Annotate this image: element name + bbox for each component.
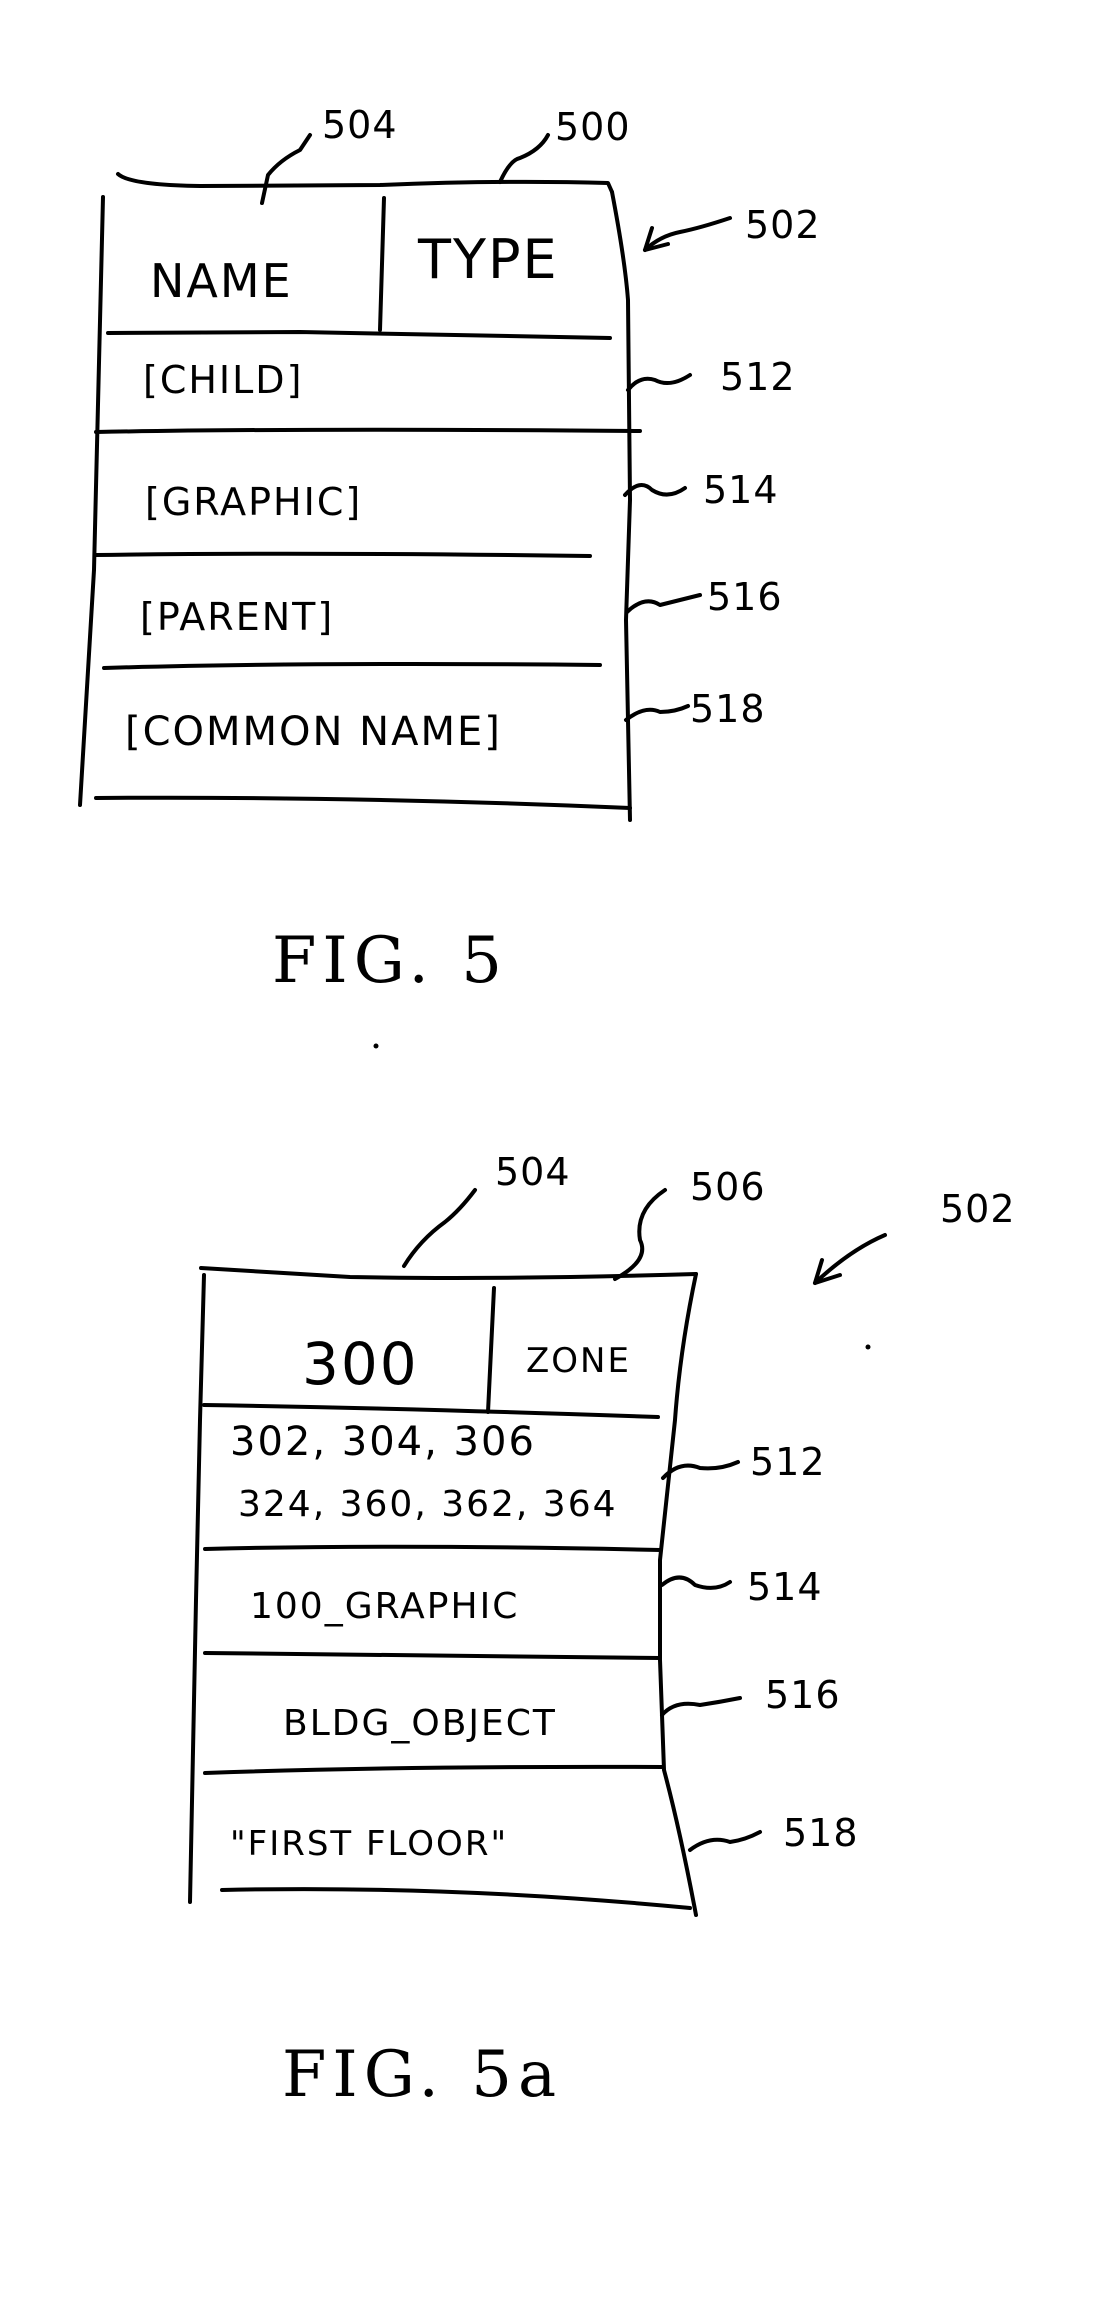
fig5-row-child: [CHILD] (143, 358, 303, 402)
fig5a-caption: FIG. 5a (282, 2038, 562, 2112)
svg-text:504: 504 (322, 103, 398, 147)
stray-mark-2 (865, 1344, 871, 1350)
svg-text:504: 504 (495, 1150, 571, 1194)
svg-text:500: 500 (555, 105, 631, 149)
fig5-ref-504: 504 (260, 103, 398, 205)
svg-text:516: 516 (707, 575, 783, 619)
fig5a-record-table (188, 1266, 698, 1917)
fig5a-ref-514: 514 (660, 1565, 823, 1609)
fig5-ref-518: 518 (624, 687, 766, 731)
fig5a-row-parent: BLDG_OBJECT (283, 1703, 557, 1744)
svg-text:512: 512 (720, 355, 796, 399)
figure-5: NAME TYPE [CHILD] [GRAPHIC] [PARENT] [CO… (78, 103, 821, 998)
fig5a-ref-502: 502 (813, 1187, 1016, 1285)
figure-5a: 300 ZONE 302, 304, 306 324, 360, 362, 36… (188, 1150, 1016, 2112)
fig5-row-parent: [PARENT] (140, 595, 334, 639)
svg-text:514: 514 (703, 468, 779, 512)
svg-text:518: 518 (783, 1811, 859, 1855)
fig5-row-graphic: [GRAPHIC] (145, 480, 362, 524)
fig5a-type-header: ZONE (526, 1341, 631, 1381)
svg-text:514: 514 (747, 1565, 823, 1609)
fig5a-ref-518: 518 (688, 1811, 859, 1855)
fig5a-row-children-line1: 302, 304, 306 (230, 1419, 536, 1465)
fig5-ref-500: 500 (498, 105, 631, 184)
fig5-caption: FIG. 5 (272, 924, 508, 998)
fig5a-name-header: 300 (302, 1330, 419, 1398)
fig5-type-header: TYPE (417, 228, 559, 291)
fig5a-row-children-line2: 324, 360, 362, 364 (238, 1484, 618, 1525)
svg-text:518: 518 (690, 687, 766, 731)
fig5a-row-common-name: "FIRST FLOOR" (230, 1824, 508, 1864)
fig5a-ref-512: 512 (661, 1440, 826, 1484)
svg-text:506: 506 (690, 1165, 766, 1209)
fig5-row-common-name: [COMMON NAME] (125, 709, 502, 755)
fig5-ref-516: 516 (625, 575, 783, 619)
fig5-ref-512: 512 (626, 355, 796, 399)
fig5a-row-graphic: 100_GRAPHIC (250, 1586, 519, 1627)
fig5-name-header: NAME (150, 254, 293, 308)
svg-text:502: 502 (745, 203, 821, 247)
fig5-ref-514: 514 (623, 468, 779, 512)
fig5a-ref-504: 504 (402, 1150, 571, 1268)
fig5-ref-502: 502 (643, 203, 821, 252)
fig5a-ref-516: 516 (660, 1673, 841, 1717)
fig5-record-table (78, 172, 642, 822)
fig5a-ref-506: 506 (613, 1165, 766, 1281)
svg-text:516: 516 (765, 1673, 841, 1717)
stray-mark (373, 1043, 379, 1049)
svg-text:512: 512 (750, 1440, 826, 1484)
svg-text:502: 502 (940, 1187, 1016, 1231)
